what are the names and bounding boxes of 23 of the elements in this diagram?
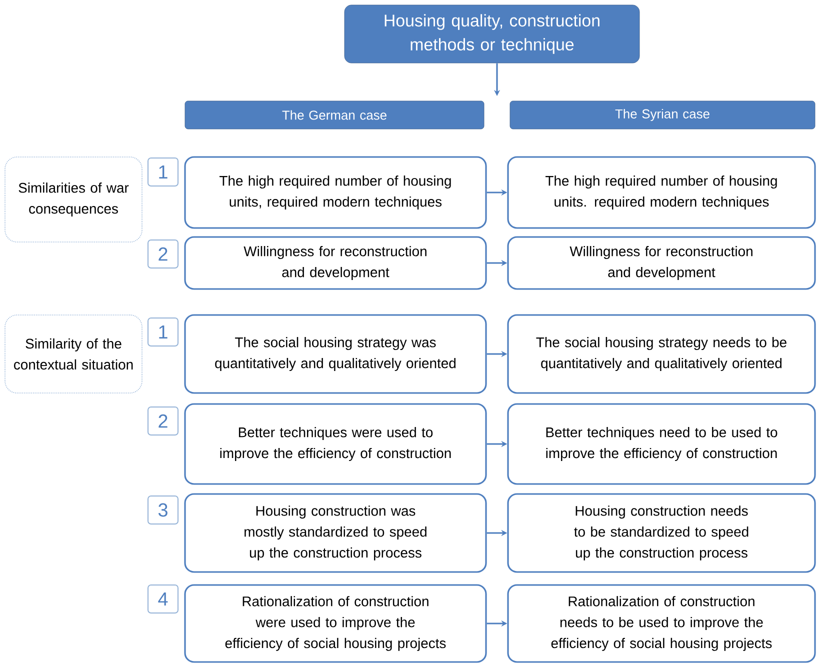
statement-box: The social housing strategy needs to be quantitatively and qualitatively oriented	[507, 314, 816, 394]
number-box: 2	[148, 240, 178, 268]
category-box: Similarity of the contextual situation	[4, 314, 142, 394]
statement-box: Rationalization of construction needs to be used to improve the efficiency of social housing projects	[507, 584, 816, 663]
number-box: 1	[148, 318, 178, 346]
statement-box: Better techniques need to be used to improve the efficiency of construction	[507, 403, 816, 485]
category-box: Similarities of war consequences	[4, 156, 142, 242]
number-box: 4	[148, 584, 178, 614]
statement-box: The social housing strategy was quantitatively and qualitatively oriented	[184, 314, 487, 394]
statement-box: Better techniques were used to improve the efficiency of construction	[184, 403, 487, 485]
statement-box: The high required number of housing units, required modern techniques	[184, 156, 487, 229]
statement-box: Willingness for reconstruction and development	[507, 236, 816, 290]
number-box: 2	[148, 406, 178, 436]
statement-box: Housing construction was mostly standardized to speed up the construction process	[184, 493, 487, 573]
statement-box: Rationalization of construction were used to improve the efficiency of social housing projects	[184, 584, 487, 663]
statement-box: The high required number of housing units. required modern techniques	[507, 156, 816, 229]
statement-box: Housing construction needs to be standardized to speed up the construction process	[507, 493, 816, 573]
number-box: 1	[148, 158, 178, 186]
column-header: The German case	[184, 100, 484, 130]
column-header: The Syrian case	[510, 100, 816, 130]
number-box: 3	[148, 496, 178, 524]
statement-box: Willingness for reconstruction and development	[184, 236, 487, 290]
title-box: Housing quality, construction methods or technique	[344, 4, 640, 64]
